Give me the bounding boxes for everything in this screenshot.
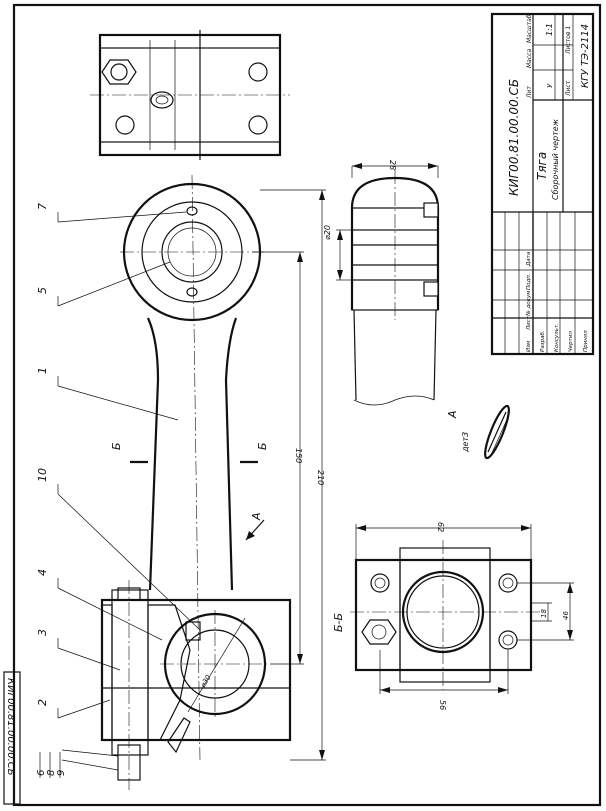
section-b-b xyxy=(350,524,574,694)
title-scale-header: Масштаб xyxy=(526,14,533,43)
eye-partial-section xyxy=(336,163,440,406)
title-role-draw: Чертил xyxy=(568,331,574,352)
title-doc-code: КИГ00.81.00.00.СБ xyxy=(507,79,521,196)
overall-dimensions xyxy=(187,189,326,761)
side-stamp-code: КИГ00.81.00.00.СБ xyxy=(5,678,16,776)
position-1: 1 xyxy=(36,367,49,374)
title-org: КГУ ТЭ-2114 xyxy=(580,24,591,88)
title-col-list: Лист xyxy=(526,315,532,331)
top-view xyxy=(90,30,290,160)
view-a-title: А xyxy=(446,410,459,419)
section-b-b-title: Б-Б xyxy=(332,613,345,632)
position-3: 3 xyxy=(36,629,49,636)
dim-d20: ⌀20 xyxy=(323,225,332,240)
title-sheets-label: Листов 1 xyxy=(565,26,572,55)
position-8: 8 xyxy=(46,770,57,776)
position-6: 6 xyxy=(36,770,47,776)
view-a-note: дет3 xyxy=(461,432,470,453)
position-leaders xyxy=(57,211,201,771)
dim-d30: ⌀30 xyxy=(199,673,213,689)
position-9: 9 xyxy=(56,770,67,776)
title-subtitle: Сборочный чертеж xyxy=(551,118,560,200)
side-stamp-box xyxy=(3,671,21,805)
drawing-frame xyxy=(12,3,602,807)
title-role-dev: Разраб. xyxy=(540,330,546,352)
title-role-check: Консульт. xyxy=(554,323,560,352)
title-name: Тяга xyxy=(535,152,549,180)
position-5: 5 xyxy=(36,287,49,294)
section-mark-left: Б xyxy=(110,442,123,450)
title-sheet-label: Лист xyxy=(565,80,572,97)
position-4: 4 xyxy=(36,569,49,576)
view-a-detail xyxy=(484,404,510,460)
dim-18: 18 xyxy=(540,609,548,618)
title-block xyxy=(490,12,595,356)
title-lit-header: Лит xyxy=(526,86,533,99)
section-mark-right: Б xyxy=(256,442,269,450)
title-col-izm: Изм xyxy=(526,341,532,352)
position-2: 2 xyxy=(36,699,49,706)
dim-46: 46 xyxy=(562,611,570,620)
title-col-date: Дата xyxy=(526,251,532,267)
position-7: 7 xyxy=(36,203,49,210)
title-col-doc: № докум. xyxy=(526,289,532,317)
title-col-sign: Подп. xyxy=(526,273,532,290)
dim-28: 28 xyxy=(388,160,397,170)
view-arrow-letter: А xyxy=(250,512,263,521)
dim-210: 210 xyxy=(316,470,325,485)
dim-62: 62 xyxy=(436,522,445,532)
rod-main-view xyxy=(100,174,292,790)
position-10: 10 xyxy=(36,468,49,482)
title-mass-header: Масса xyxy=(526,49,533,68)
title-role-accept: Принял xyxy=(583,330,589,352)
dim-150: 150 xyxy=(294,448,303,463)
title-lit-value: У xyxy=(546,83,554,88)
title-scale-value: 1:1 xyxy=(545,23,554,36)
dim-56: 56 xyxy=(438,700,447,710)
